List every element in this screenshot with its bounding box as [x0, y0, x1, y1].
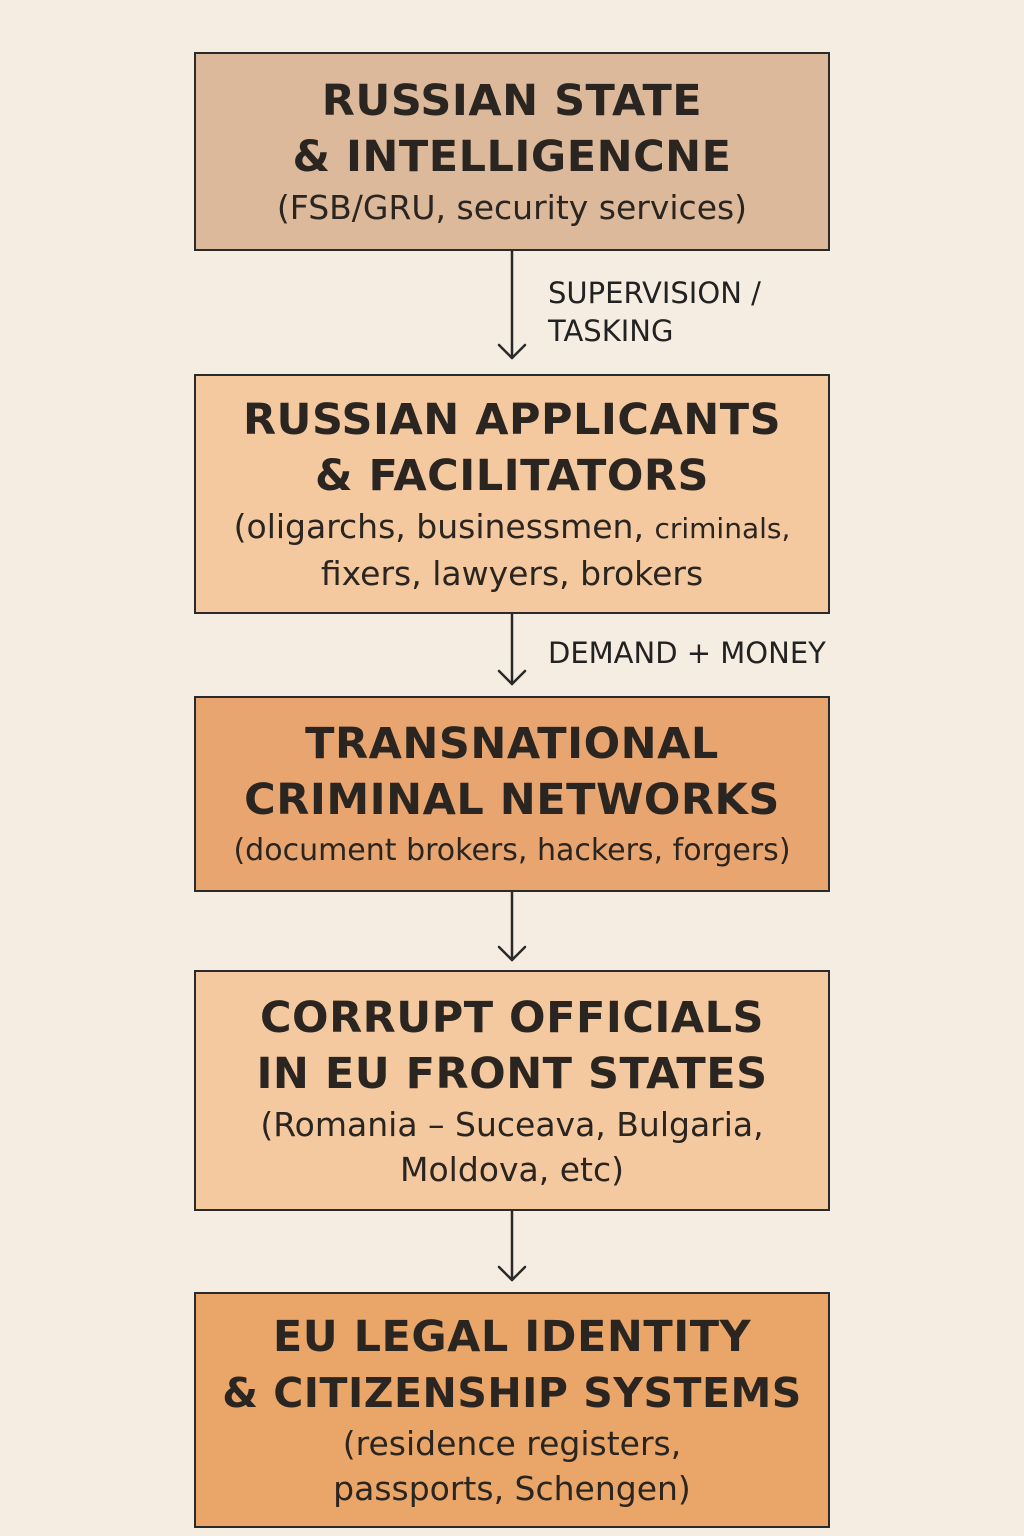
- node-subtitle-small: criminals,: [654, 512, 791, 545]
- node-subtitle: Moldova, etc): [400, 1149, 624, 1189]
- node-title: CORRUPT OFFICIALS: [259, 992, 765, 1043]
- node-title: EU LEGAL IDENTITY: [272, 1312, 752, 1362]
- arrow-3: [497, 889, 527, 962]
- node-subtitle: (oligarchs, businessmen, criminals,: [234, 504, 791, 551]
- edge-label-supervision: SUPERVISION / TASKING: [548, 274, 761, 350]
- node-subtitle: (Romania – Suceava, Bulgaria,: [260, 1104, 764, 1144]
- edge-label-line: DEMAND + MONEY: [548, 636, 826, 670]
- node-russian-applicants: RUSSIAN APPLICANTS & FACILITATORS (oliga…: [194, 374, 830, 614]
- node-eu-legal-identity: EU LEGAL IDENTITY & CITIZENSHIP SYSTEMS …: [194, 1292, 830, 1528]
- node-subtitle-main: (oligarchs, businessmen,: [233, 507, 644, 546]
- node-title: & FACILITATORS: [314, 451, 710, 501]
- node-title: RUSSIAN STATE: [321, 76, 703, 126]
- node-russian-state: RUSSIAN STATE & INTELLIGENCNE (FSB/GRU, …: [194, 52, 830, 251]
- edge-label-line: TASKING: [548, 314, 674, 348]
- node-corrupt-officials: CORRUPT OFFICIALS IN EU FRONT STATES (Ro…: [194, 970, 830, 1211]
- node-subtitle: (residence registers,: [342, 1424, 682, 1463]
- node-title: RUSSIAN APPLICANTS: [242, 395, 782, 445]
- node-title: TRANSNATIONAL: [305, 718, 719, 769]
- node-transnational-networks: TRANSNATIONAL CRIMINAL NETWORKS (documen…: [194, 696, 830, 892]
- edge-label-line: SUPERVISION /: [548, 276, 761, 310]
- arrow-2: [497, 611, 527, 686]
- node-subtitle: passports, Schengen): [333, 1469, 691, 1508]
- arrow-4: [497, 1208, 527, 1282]
- node-title: & CITIZENSHIP SYSTEMS: [222, 1369, 802, 1417]
- node-title: IN EU FRONT STATES: [256, 1048, 768, 1099]
- node-subtitle: (FSB/GRU, security services): [276, 188, 748, 227]
- node-subtitle: fixers, lawyers, brokers: [320, 554, 704, 593]
- node-title: & INTELLIGENCNE: [292, 132, 732, 182]
- node-title: CRIMINAL NETWORKS: [244, 774, 780, 825]
- arrow-1: [497, 248, 527, 360]
- node-subtitle: (document brokers, hackers, forgers): [233, 832, 791, 868]
- edge-label-demand-money: DEMAND + MONEY: [548, 634, 826, 672]
